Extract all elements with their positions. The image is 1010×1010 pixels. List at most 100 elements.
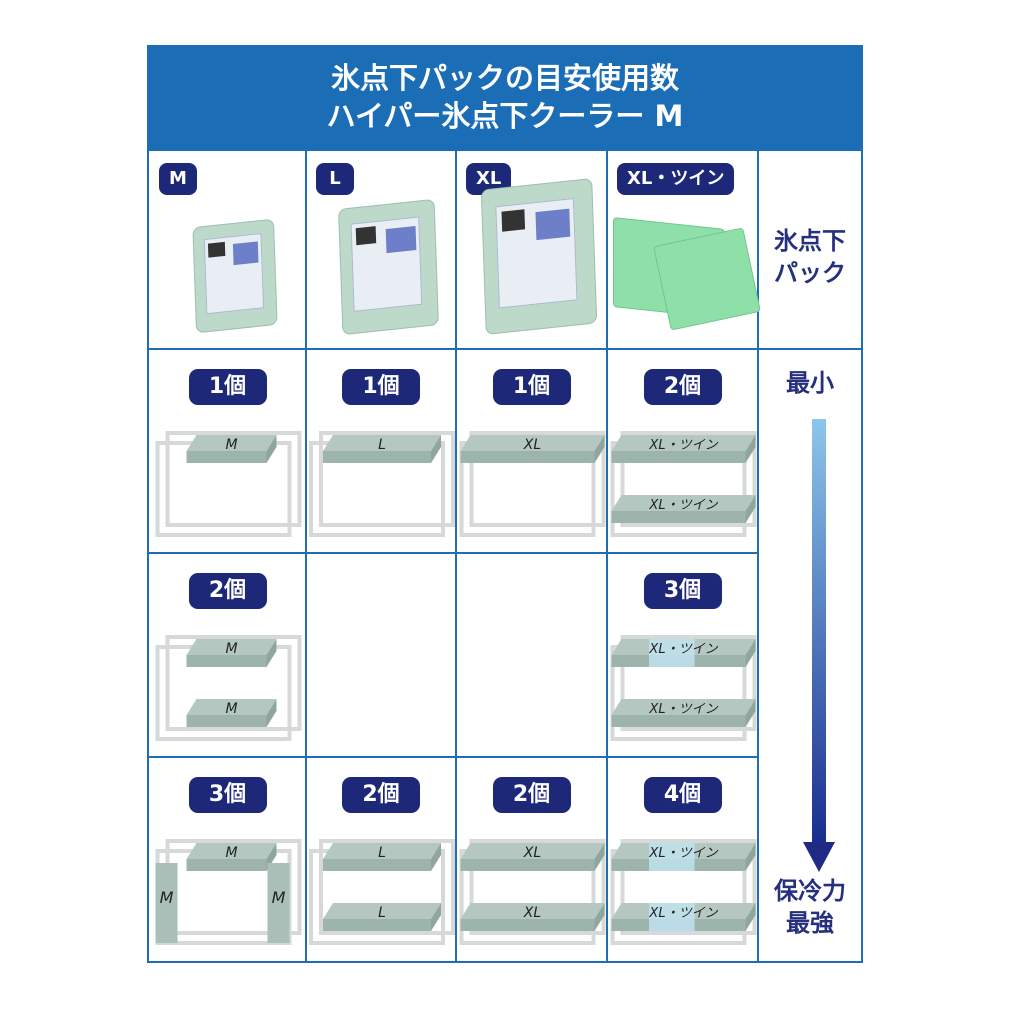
slab-side-face [594,843,605,871]
ice-slab: M [186,843,277,871]
ice-slab: L [323,435,441,463]
slab-band [649,639,695,667]
slab-top-face [323,903,441,919]
size-badge: L [316,163,354,195]
slab-front-face [460,919,595,931]
slab-label: XL [523,905,541,921]
slab-side-face [431,435,441,463]
slab-top-face [611,435,756,451]
slab-side-face [266,639,277,667]
slab-top-face [611,495,756,511]
ice-slab: M [186,699,277,727]
cooler-back-edge [469,839,606,935]
slab-label: L [378,845,386,861]
arrow-shaft [812,419,826,844]
count-badge: 1個 [188,369,267,405]
slab-top-face [323,843,441,859]
count-badge: 2個 [188,573,267,609]
ice-slab: XL [460,435,605,463]
slab-top-face [460,843,605,859]
slab-front-face [323,919,431,931]
slab-label: XL・ツイン [648,846,718,861]
ice-slab: XL・ツイン [611,699,756,727]
slab-side-face [745,843,756,871]
product-cell: XL [456,151,607,349]
usage-cell: 1個 M [149,349,306,553]
column-divider [606,151,608,961]
product-cell: L [306,151,456,349]
ice-slab: M [186,435,277,463]
cooler-diagram: XL [459,431,606,537]
slab-front-face [186,715,267,727]
slab-top-face [186,639,277,655]
slab-label: XL・ツイン [648,498,718,513]
slab-front-face [323,451,431,463]
cooler-diagram: LL [309,839,455,945]
cooler-diagram: XL・ツイン XL・ツイン [610,431,757,537]
scale-max-label: 保冷力 最強 [774,877,846,937]
slab-label: M [225,845,237,861]
cooler-diagram: MM [155,635,302,741]
slab-side-face [431,903,441,931]
slab-label: M [225,701,237,717]
slab-front-face [460,859,595,871]
cooler-diagram: M [155,431,302,537]
slab-label: XL [523,437,541,453]
title-line-2: ハイパー氷点下クーラー M [326,99,684,133]
slab-side-face [594,435,605,463]
ice-slab: XL・ツイン [611,639,756,667]
cooler-back-edge [620,839,757,935]
cooler-back-edge [165,635,302,731]
slab-front-face [611,451,746,463]
count-badge: 3個 [188,777,267,813]
ice-pack-image [480,178,597,335]
slab-top-face [611,699,756,715]
slab-side-face [745,495,756,523]
slab-label: XL・ツイン [648,642,718,657]
cooler-diagram: L [309,431,455,537]
slab-label: XL・ツイン [648,438,718,453]
column-divider [305,151,307,961]
slab-label: XL・ツイン [648,702,718,717]
cooler-back-edge [165,431,302,527]
slab-label: XL・ツイン [648,906,718,921]
ice-slab: L [323,903,441,931]
ice-pack-image [191,218,278,334]
side-header-label: 氷点下 パック [774,227,846,287]
slab-side-face [594,903,605,931]
slab-top-face [186,843,277,859]
size-badge: M [159,163,197,195]
slab-front-face [460,451,595,463]
ice-slab: XL・ツイン [611,903,756,931]
cooler-back-edge [620,431,757,527]
product-cell: XL・ツイン [607,151,761,349]
slab-band [649,903,695,931]
slab-label: M [225,437,237,453]
slab-side-face [745,639,756,667]
slab-label: L [378,905,386,921]
chart-header: 氷点下パックの目安使用数 ハイパー氷点下クーラー M [149,47,861,151]
slab-label: M [225,641,237,657]
cooler-back-edge [469,431,606,527]
slab-front-face [186,451,267,463]
slab-top-face [186,699,277,715]
slab-front-face [186,859,267,871]
scale-min-label: 最小 [786,369,834,397]
count-badge: 2個 [643,369,722,405]
slab-side-face [745,903,756,931]
ice-slab: L [323,843,441,871]
slab-band [649,843,695,871]
slab-side-face [266,699,277,727]
size-badge: XL・ツイン [617,163,735,195]
slab-side-face [745,435,756,463]
column-divider [455,151,457,961]
ice-slab: XL・ツイン [611,843,756,871]
slab-label: M [272,888,286,907]
ice-pack-image [337,198,439,335]
slab-label: XL [523,845,541,861]
